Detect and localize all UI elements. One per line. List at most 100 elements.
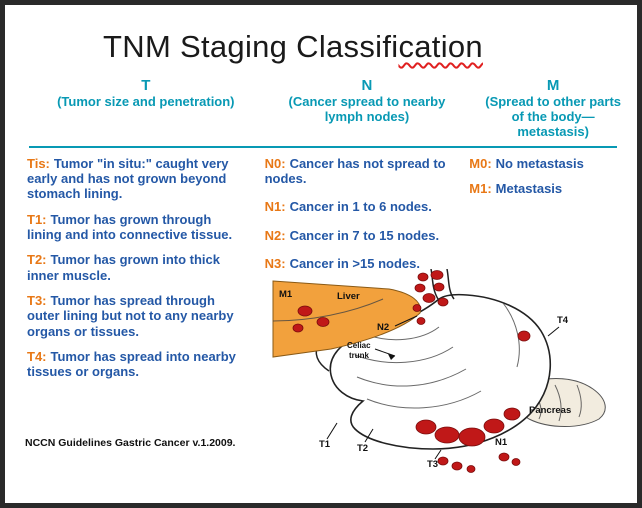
- stomach-rugae-line: [356, 368, 467, 387]
- tumor-nodule: [437, 456, 449, 466]
- tumor-nodule: [458, 427, 486, 447]
- staging-text: Tumor "in situ:" caught very early and h…: [27, 155, 229, 202]
- page-title: TNM Staging Classification: [19, 29, 567, 65]
- tumor-nodule: [415, 419, 437, 435]
- tumor-nodule: [451, 461, 463, 471]
- tumor-nodule: [498, 452, 510, 462]
- t2-diagram-label: T2: [357, 443, 368, 454]
- n-column-body: N0:Cancer has not spread to nodes. N1:Ca…: [265, 156, 470, 285]
- celiac-trunk-label-line1: Celiac: [347, 341, 371, 350]
- m1-diagram-label: M1: [279, 289, 293, 300]
- column-letter-t: T: [141, 77, 151, 94]
- tumor-nodule: [517, 330, 531, 342]
- staging-label: Tis:: [27, 155, 50, 171]
- tumor-nodule: [422, 293, 436, 303]
- celiac-trunk-label-line2: trunk: [349, 351, 370, 360]
- tumor-nodule: [433, 282, 445, 292]
- celiac-trunk-arrow: [374, 348, 396, 357]
- staging-text: Cancer in 1 to 6 nodes.: [289, 199, 432, 215]
- staging-item-m0: M0:No metastasis: [469, 156, 629, 171]
- t-column-body: Tis:Tumor "in situ:" caught very early a…: [27, 156, 265, 390]
- column-headers: T (Tumor size and penetration) N (Cancer…: [27, 77, 637, 140]
- t1-pointer-line: [326, 422, 338, 440]
- staging-label: T4:: [27, 349, 47, 365]
- tumor-nodule: [430, 270, 444, 280]
- staging-text: Cancer has not spread to nodes.: [264, 155, 446, 187]
- staging-label: N1:: [264, 199, 286, 215]
- celiac-trunk-arrowhead: [388, 354, 395, 360]
- staging-text: Tumor has grown through lining and into …: [27, 211, 233, 243]
- staging-label: T2:: [27, 252, 47, 268]
- tumor-nodule: [297, 305, 313, 317]
- staging-label: N3:: [264, 256, 286, 272]
- staging-text: Tumor has grown into thick inner muscle.: [27, 252, 220, 283]
- gastric-tumor-masses: [415, 330, 531, 473]
- stomach-rugae-line: [354, 346, 454, 363]
- tumor-nodule: [316, 317, 330, 327]
- tumor-nodule: [503, 407, 521, 421]
- staging-item-t3: T3:Tumor has spread through outer lining…: [27, 293, 242, 339]
- staging-item-n2: N2:Cancer in 7 to 15 nodes.: [265, 228, 461, 243]
- staging-text: Cancer in >15 nodes.: [289, 256, 420, 272]
- column-letter-n: N: [361, 77, 373, 94]
- staging-text: Tumor has spread through outer lining bu…: [27, 293, 234, 339]
- column-bodies: Tis:Tumor "in situ:" caught very early a…: [27, 156, 637, 390]
- staging-label: M0:: [469, 155, 492, 171]
- column-subtitle-t: (Tumor size and penetration): [57, 94, 235, 109]
- tumor-nodule: [483, 418, 505, 434]
- staging-item-n3: N3:Cancer in >15 nodes.: [265, 256, 461, 271]
- m-column-body: M0:No metastasis M1:Metastasis: [469, 156, 637, 207]
- tumor-nodule: [437, 297, 449, 307]
- staging-item-t4: T4:Tumor has spread into nearby tissues …: [27, 349, 242, 380]
- t3-diagram-label: T3: [427, 459, 438, 470]
- tumor-nodule: [414, 283, 426, 293]
- staging-text: Cancer in 7 to 15 nodes.: [289, 227, 440, 243]
- title-text-spellcheck-squiggle: cation: [398, 29, 483, 64]
- t3-pointer-line: [434, 449, 442, 460]
- staging-item-t2: T2:Tumor has grown into thick inner musc…: [27, 252, 242, 283]
- tumor-nodule: [434, 426, 460, 444]
- tumor-nodule: [416, 317, 426, 325]
- liver-metastases: [292, 305, 330, 333]
- staging-label: T3:: [27, 293, 47, 309]
- t2-pointer-line: [364, 428, 374, 443]
- staging-item-m1: M1:Metastasis: [469, 181, 629, 196]
- staging-label: M1:: [469, 181, 492, 197]
- n2-diagram-label: N2: [377, 322, 389, 333]
- column-header-m: M (Spread to other parts of the body—met…: [469, 77, 637, 140]
- t4-diagram-label: T4: [557, 315, 569, 326]
- tumor-nodule: [417, 272, 429, 282]
- n2-pointer-line: [394, 315, 418, 327]
- t1-diagram-label: T1: [319, 439, 331, 450]
- staging-item-tis: Tis:Tumor "in situ:" caught very early a…: [27, 156, 242, 202]
- tumor-nodule: [412, 304, 422, 312]
- stomach-rugae-line: [366, 390, 482, 409]
- stomach-anatomy-diagram: M1 Liver N2 Celiac trunk T1 T2 T3 N1 T4 …: [271, 268, 627, 481]
- liver-shape: [272, 280, 421, 358]
- tumor-nodule: [466, 465, 476, 473]
- staging-item-t1: T1:Tumor has grown through lining and in…: [27, 212, 242, 243]
- lymph-node-cluster: [412, 270, 449, 325]
- fundus-fold-line: [502, 302, 520, 368]
- staging-label: N0:: [264, 155, 286, 171]
- column-header-t: T (Tumor size and penetration): [27, 77, 265, 110]
- staging-item-n1: N1:Cancer in 1 to 6 nodes.: [265, 199, 461, 214]
- citation-footer: NCCN Guidelines Gastric Cancer v.1.2009.: [25, 437, 236, 449]
- n1-diagram-label: N1: [495, 437, 508, 448]
- staging-label: T1:: [27, 211, 47, 227]
- column-header-n: N (Cancer spread to nearby lymph nodes): [265, 77, 470, 125]
- pancreas-label: Pancreas: [529, 405, 571, 416]
- title-text: TNM Staging Classifi: [103, 29, 399, 64]
- t4-pointer-line: [547, 326, 560, 337]
- staging-label: N2:: [264, 227, 286, 243]
- liver-label: Liver: [337, 291, 360, 302]
- esophagus-lines: [430, 268, 455, 300]
- tumor-nodule: [511, 458, 521, 466]
- column-letter-m: M: [546, 77, 560, 94]
- column-subtitle-m: (Spread to other parts of the body—metas…: [485, 94, 622, 139]
- staging-item-n0: N0:Cancer has not spread to nodes.: [265, 156, 461, 187]
- stomach-diagram-svg: M1 Liver N2 Celiac trunk T1 T2 T3 N1 T4 …: [272, 268, 606, 473]
- tumor-nodule: [292, 323, 304, 333]
- column-subtitle-n: (Cancer spread to nearby lymph nodes): [288, 94, 446, 124]
